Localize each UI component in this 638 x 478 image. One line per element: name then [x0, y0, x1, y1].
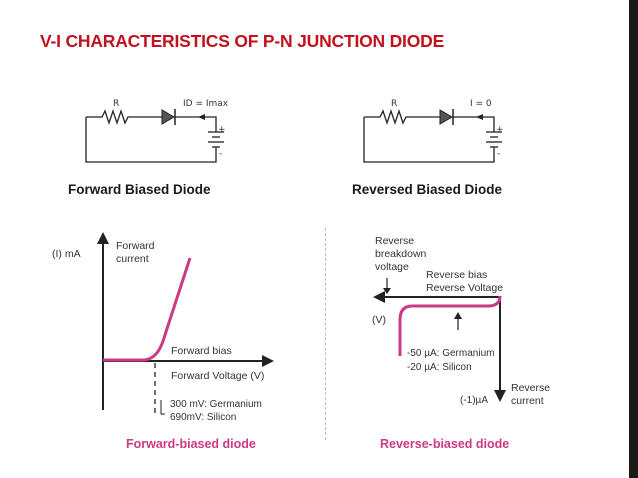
- up-arrow-icon: [97, 232, 109, 244]
- reverse-caption: Reversed Biased Diode: [352, 182, 503, 197]
- reverse-voltage-label: Reverse Voltage: [426, 282, 503, 294]
- resistor-label: R: [391, 99, 397, 109]
- reverse-curve: [398, 295, 502, 356]
- left-arrow-icon: [373, 291, 385, 303]
- slide-edge-bar: [629, 0, 638, 478]
- reverse-current-label: Reverse: [511, 382, 550, 394]
- leakage-arrow-icon: [454, 312, 462, 319]
- slide-title: V-I CHARACTERISTICS OF P-N JUNCTION DIOD…: [40, 31, 445, 51]
- forward-bias-label: Forward bias: [171, 345, 232, 357]
- breakdown-label-2: breakdown: [375, 248, 427, 260]
- reverse-bias-label: Reverse bias: [426, 269, 487, 281]
- down-arrow-icon: [494, 390, 506, 402]
- battery-minus: -: [497, 149, 500, 159]
- forward-current-label: Forward: [116, 240, 155, 252]
- battery-minus: -: [219, 149, 222, 159]
- leakage-germanium: -50 µA: Germanium: [407, 348, 494, 359]
- right-arrow-icon: [262, 355, 274, 367]
- breakdown-arrow-icon: [383, 288, 391, 294]
- current-label: I = 0: [470, 99, 492, 109]
- breakdown-label-1: Reverse: [375, 235, 414, 247]
- current-tick-label: (-1)µA: [460, 395, 488, 406]
- x-axis-label: Forward Voltage (V): [171, 370, 264, 382]
- leakage-silicon: -20 µA: Silicon: [407, 362, 472, 373]
- forward-graph-caption: Forward-biased diode: [126, 437, 256, 451]
- forward-vi-graph: (I) mA Forward current Forward bias Forw…: [52, 232, 274, 451]
- graph-divider: [325, 228, 326, 440]
- threshold-silicon: 690mV: Silicon: [170, 412, 236, 423]
- breakdown-label-3: voltage: [375, 261, 409, 273]
- reverse-current-label-2: current: [511, 395, 544, 407]
- battery-plus: +: [218, 125, 226, 135]
- reverse-graph-caption: Reverse-biased diode: [380, 437, 509, 451]
- threshold-germanium: 300 mV: Germanium: [170, 399, 262, 410]
- current-label: ID = Imax: [183, 99, 229, 109]
- reverse-vi-graph: Reverse breakdown voltage Reverse bias R…: [372, 235, 550, 451]
- forward-curve: [103, 257, 192, 362]
- forward-caption: Forward Biased Diode: [68, 182, 211, 197]
- reverse-circuit-diagram: R I = 0 + -: [363, 99, 504, 163]
- forward-circuit-diagram: R ID = Imax + -: [85, 99, 229, 163]
- battery-plus: +: [496, 125, 504, 135]
- forward-current-label-2: current: [116, 253, 149, 265]
- y-axis-label: (I) mA: [52, 248, 81, 260]
- resistor-label: R: [113, 99, 119, 109]
- v-axis-label: (V): [372, 314, 386, 326]
